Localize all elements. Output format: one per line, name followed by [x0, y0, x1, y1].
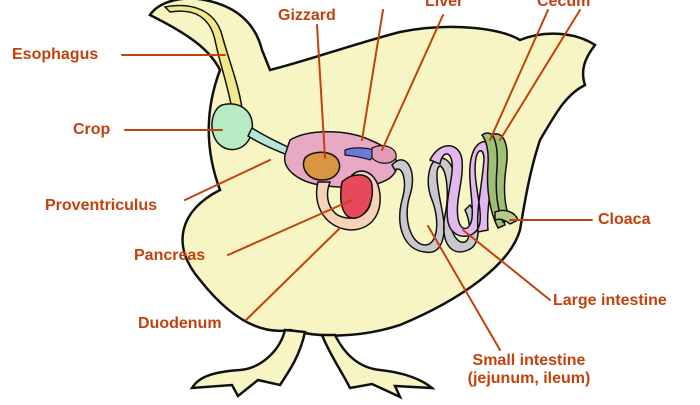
- liver-organ: [344, 147, 379, 161]
- label-small-intestine: Small intestine (jejunum, ileum): [455, 352, 603, 388]
- label-pancreas: Pancreas: [134, 247, 206, 264]
- label-crop: Crop: [73, 121, 111, 138]
- leader-liver-1: [361, 9, 384, 141]
- leader-cecum-2: [499, 9, 581, 141]
- gizzard-core: [302, 151, 341, 181]
- left-leg: [189, 328, 307, 398]
- leader-large-intestine: [462, 229, 551, 301]
- label-large-intestine: Large intestine: [553, 292, 667, 309]
- label-cecum: Cecum: [537, 0, 591, 10]
- label-proventriculus: Proventriculus: [45, 197, 158, 214]
- label-esophagus: Esophagus: [12, 46, 99, 63]
- leader-cecum-1: [489, 9, 549, 141]
- pancreas-organ: [340, 174, 374, 219]
- small-intestine-organ: [391, 157, 479, 254]
- leader-liver-2: [381, 14, 444, 151]
- label-duodenum: Duodenum: [138, 315, 222, 332]
- right-leg: [320, 333, 436, 400]
- label-gizzard: Gizzard: [278, 7, 336, 24]
- leader-proventriculus: [184, 159, 271, 201]
- leader-small-intestine: [427, 225, 501, 351]
- leader-pancreas: [227, 199, 353, 256]
- label-cloaca: Cloaca: [598, 211, 651, 228]
- label-small-intestine-line2: (jejunum, ileum): [467, 370, 591, 387]
- liver-lobe: [371, 145, 397, 164]
- label-small-intestine-line1: Small intestine: [472, 352, 586, 369]
- leader-gizzard: [316, 24, 326, 159]
- leader-duodenum: [245, 227, 341, 321]
- large-intestine-organ: [428, 141, 495, 237]
- crop-organ: [211, 103, 254, 151]
- label-liver: Liver: [425, 0, 464, 10]
